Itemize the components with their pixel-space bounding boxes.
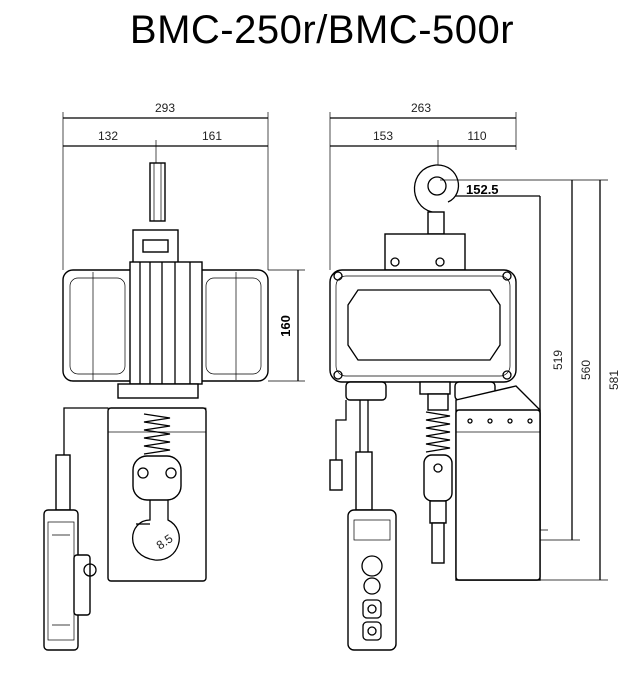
dim-hook-offset: 152.5: [466, 182, 499, 197]
page-title: BMC-250r/BMC-500r: [129, 8, 515, 52]
side-view-hoist: [329, 164, 541, 651]
top-hook-outline: [413, 164, 459, 232]
side-dimensions: 263 153 110 152.5 519 560 581: [329, 101, 621, 581]
dim-side-left-width: 153: [373, 129, 393, 143]
dim-side-total-width: 263: [411, 101, 431, 115]
front-pendant: [43, 509, 97, 651]
dim-front-left-width: 132: [98, 129, 118, 143]
dim-height-1: 519: [551, 350, 565, 370]
dim-height-3: 581: [607, 370, 621, 390]
dim-height-2: 560: [579, 360, 593, 380]
side-pendant: [347, 509, 397, 651]
dim-side-right-width: 110: [467, 129, 486, 143]
front-spring: [143, 413, 171, 455]
front-dimensions: 293 132 161 160: [62, 101, 305, 382]
front-view-hoist: 8.5: [43, 162, 269, 651]
dim-front-right-width: 161: [202, 129, 222, 143]
dim-front-total-width: 293: [155, 101, 175, 115]
dim-front-body-height: 160: [278, 315, 293, 337]
